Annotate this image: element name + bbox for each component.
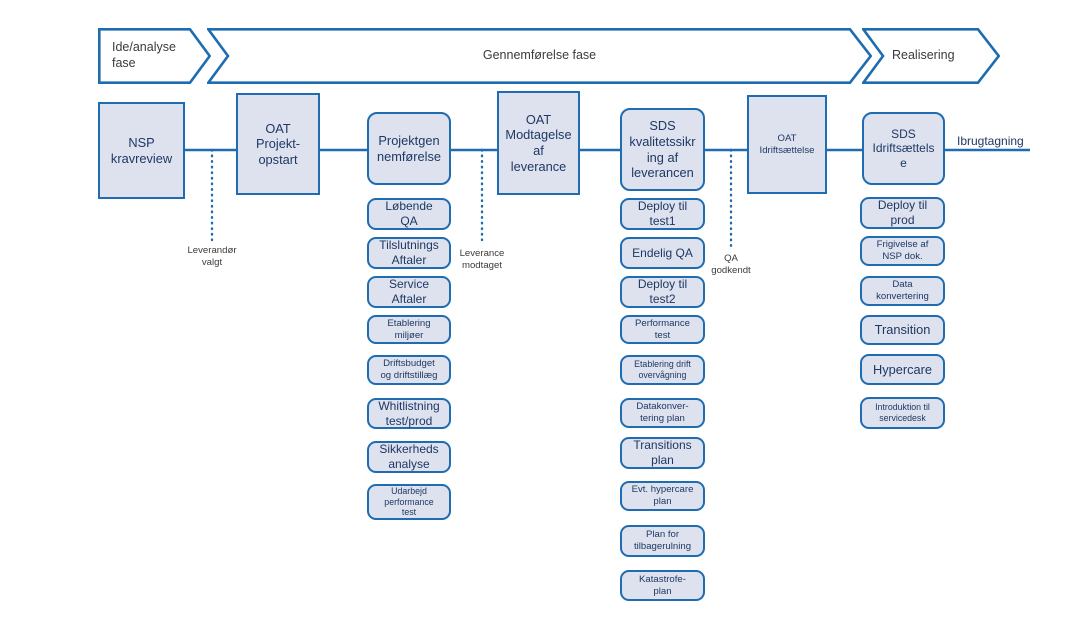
task-transition[interactable]: Transition bbox=[860, 315, 945, 345]
phase-chevron-shape bbox=[98, 28, 211, 84]
task-tilslutningsaftaler[interactable]: Tilslutnings Aftaler bbox=[367, 237, 451, 269]
phase-chevron-realisering[interactable]: Realisering bbox=[862, 28, 1000, 84]
step-oat-idriftsaettelse[interactable]: OAT Idriftsættelse bbox=[747, 95, 827, 194]
task-katastrofeplan[interactable]: Katastrofe- plan bbox=[620, 570, 705, 601]
phase-chevron-ide-analyse[interactable]: Ide/analyse fase bbox=[98, 28, 211, 84]
step-sds-idriftsaettelse[interactable]: SDS Idriftsættels e bbox=[862, 112, 945, 185]
task-plan-for-tilbagerulning[interactable]: Plan for tilbagerulning bbox=[620, 525, 705, 557]
phase-chevron-gennemfoerelse-label: Gennemførelse fase bbox=[482, 48, 597, 63]
step-projektgennemfoerelse[interactable]: Projektgen nemførelse bbox=[367, 112, 451, 185]
task-serviceaftaler[interactable]: Service Aftaler bbox=[367, 276, 451, 308]
step-oat-modtagelse-af-leverance[interactable]: OAT Modtagelse af leverance bbox=[497, 91, 580, 195]
task-deploy-til-test1[interactable]: Deploy til test1 bbox=[620, 198, 705, 230]
task-etablering-miljoeer[interactable]: Etablering miljøer bbox=[367, 315, 451, 344]
task-data-konvertering[interactable]: Data konvertering bbox=[860, 276, 945, 306]
task-udarbejd-performance-test[interactable]: Udarbejd performance test bbox=[367, 484, 451, 520]
phase-chevron-shape bbox=[862, 28, 1000, 84]
step-nsp-kravreview[interactable]: NSP kravreview bbox=[98, 102, 185, 199]
step-oat-projekt-opstart[interactable]: OAT Projekt- opstart bbox=[236, 93, 320, 195]
task-introduktion-til-servicedesk[interactable]: Introduktion til servicedesk bbox=[860, 397, 945, 429]
task-whitlistning-test-prod[interactable]: Whitlistning test/prod bbox=[367, 398, 451, 429]
task-datakonvertering-plan[interactable]: Datakonver- tering plan bbox=[620, 398, 705, 428]
end-label-ibrugtagning: Ibrugtagning bbox=[957, 134, 1024, 148]
task-frigivelse-af-nsp-dok[interactable]: Frigivelse af NSP dok. bbox=[860, 236, 945, 266]
task-etablering-drift-overvaagning[interactable]: Etablering drift overvågning bbox=[620, 355, 705, 385]
phase-chevron-shape bbox=[207, 28, 872, 84]
task-evt-hypercare-plan[interactable]: Evt. hypercare plan bbox=[620, 481, 705, 511]
task-sikkerhedsanalyse[interactable]: Sikkerheds analyse bbox=[367, 441, 451, 473]
task-deploy-til-prod[interactable]: Deploy til prod bbox=[860, 197, 945, 229]
task-driftsbudget-og-driftstillaeg[interactable]: Driftsbudget og driftstillæg bbox=[367, 355, 451, 385]
step-sds-kvalitetssikring-af-leverancen[interactable]: SDS kvalitetssikr ing af leverancen bbox=[620, 108, 705, 191]
task-hypercare[interactable]: Hypercare bbox=[860, 354, 945, 385]
milestone-label-leverance-modtaget: Leverance modtaget bbox=[459, 248, 505, 272]
task-transitions-plan[interactable]: Transitions plan bbox=[620, 437, 705, 469]
phase-chevron-ide-analyse-label: Ide/analyse fase bbox=[112, 40, 176, 70]
task-deploy-til-test2[interactable]: Deploy til test2 bbox=[620, 276, 705, 308]
phase-chevron-gennemfoerelse[interactable]: Gennemførelse fase bbox=[207, 28, 872, 84]
task-performance-test[interactable]: Performance test bbox=[620, 315, 705, 344]
phase-chevron-realisering-label: Realisering bbox=[892, 48, 955, 63]
task-endelig-qa[interactable]: Endelig QA bbox=[620, 237, 705, 269]
task-loebende-qa[interactable]: Løbende QA bbox=[367, 198, 451, 230]
milestone-label-qa-godkendt: QA godkendt bbox=[711, 253, 751, 277]
milestone-label-leverandoer-valgt: Leverandør valgt bbox=[187, 245, 237, 269]
